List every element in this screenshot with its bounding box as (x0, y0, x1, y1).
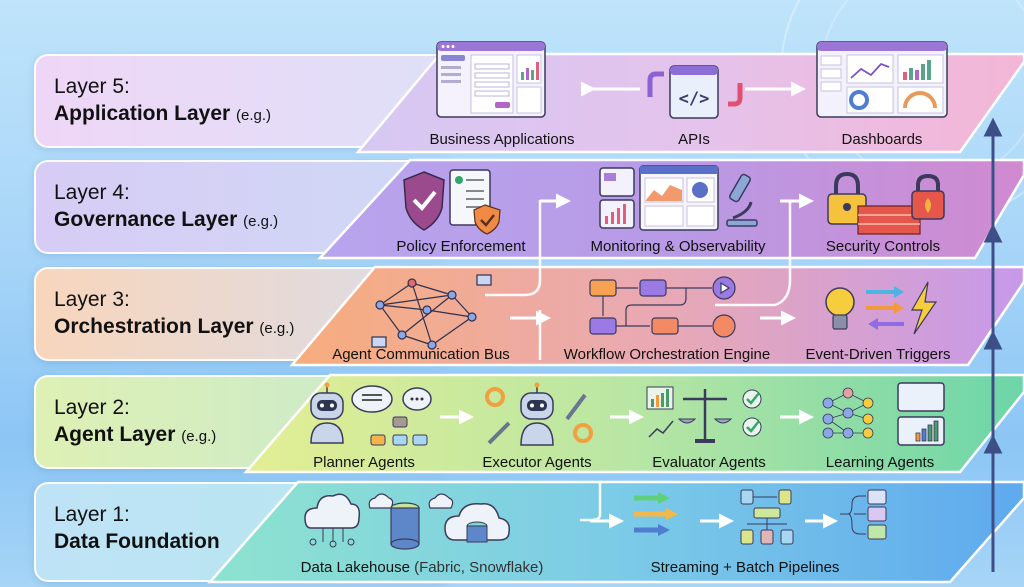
item-apis: APIs (678, 131, 710, 148)
network-graph-icon (371, 274, 492, 350)
upward-flow-arrows (983, 117, 1003, 572)
sync-arrow-icon (647, 71, 664, 97)
robot-tools-icon (485, 382, 593, 446)
neural-network-icon (822, 382, 945, 446)
item-data-lakehouse: Data Lakehouse (Fabric, Snowflake) (301, 559, 544, 576)
layer-4-name: Governance Layer (54, 208, 238, 231)
layer-4-eg: (e.g.) (243, 213, 279, 230)
sync-arrow-icon (728, 83, 743, 107)
item-executor-agents: Executor Agents (482, 454, 592, 471)
pipeline-flow-icon (634, 489, 887, 545)
item-dashboards: Dashboards (841, 131, 923, 148)
lightbulb-lightning-icon (825, 281, 938, 335)
item-planner-agents: Planner Agents (313, 454, 415, 471)
padlock-firewall-icon (827, 171, 945, 235)
item-data-lakehouse-label: Data Lakehouse (300, 559, 410, 576)
scale-checkmark-icon (646, 386, 762, 443)
layer-1-name: Data Foundation (54, 530, 220, 553)
layer-5-name: Application Layer (54, 102, 231, 125)
microscope-icon (726, 173, 758, 227)
item-data-lakehouse-suffix: (Fabric, Snowflake) (414, 559, 544, 576)
app-window-form-icon (436, 41, 546, 118)
shield-check-icon (403, 171, 445, 231)
layer-3-eg: (e.g.) (259, 320, 295, 337)
flow-arrows (440, 193, 838, 529)
item-evaluator-agents: Evaluator Agents (652, 454, 766, 471)
item-event-driven-triggers: Event-Driven Triggers (805, 346, 951, 363)
layer-3-name: Orchestration Layer (54, 315, 254, 338)
monitoring-panels-icon (599, 165, 719, 231)
robot-thinking-icon (310, 382, 432, 446)
layer-5-number: Layer 5: (54, 75, 130, 98)
policy-document-icon (449, 169, 501, 235)
layer-2-eg: (e.g.) (181, 428, 217, 445)
layer-4-number: Layer 4: (54, 181, 130, 204)
item-security-controls: Security Controls (825, 238, 941, 255)
layer-1-number: Layer 1: (54, 503, 130, 526)
item-learning-agents: Learning Agents (825, 454, 935, 471)
item-workflow-orchestration-engine: Workflow Orchestration Engine (563, 346, 771, 363)
workflow-icon (589, 276, 736, 338)
item-streaming-batch-pipelines: Streaming + Batch Pipelines (650, 559, 840, 576)
item-business-applications: Business Applications (429, 131, 575, 148)
dashboard-window-icon (816, 41, 948, 118)
item-policy-enforcement: Policy Enforcement (396, 238, 526, 255)
item-agent-communication-bus: Agent Communication Bus (332, 346, 510, 363)
layer-3-number: Layer 3: (54, 288, 130, 311)
layer-5-eg: (e.g.) (236, 107, 272, 124)
item-monitoring-observability: Monitoring & Observability (590, 238, 766, 255)
layer-2-number: Layer 2: (54, 396, 130, 419)
code-brackets-icon: </> (669, 65, 719, 119)
cloud-database-icon (304, 493, 511, 550)
layer-2-name: Agent Layer (54, 423, 176, 446)
svg-text:</>: </> (679, 89, 710, 109)
